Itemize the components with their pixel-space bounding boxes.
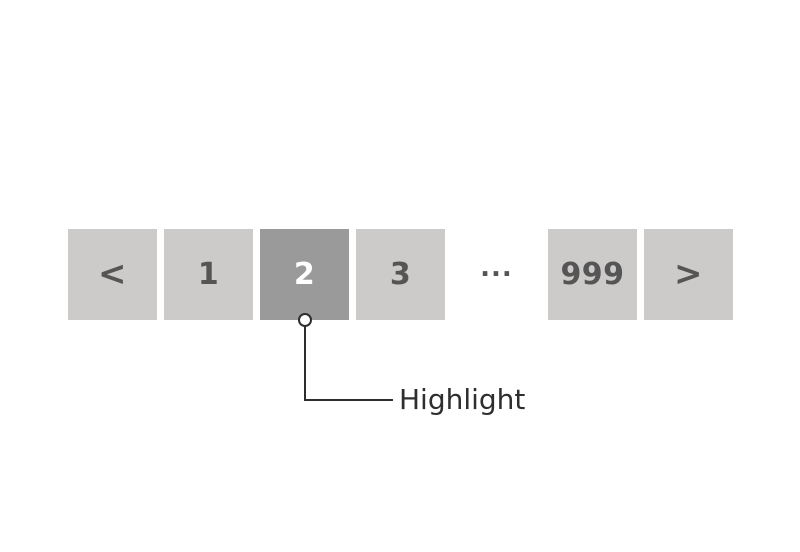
pagination-ellipsis: ... (452, 229, 541, 320)
pagination-prev-button[interactable]: < (68, 229, 157, 320)
pagination-page-label: 1 (197, 256, 220, 292)
pagination-page-label: 3 (389, 256, 412, 292)
pagination-page-2-button[interactable]: 2 (260, 229, 349, 320)
pagination-page-label: 2 (293, 256, 316, 292)
pagination-control: < 1 2 3 ... 999 > (68, 229, 740, 320)
pagination-page-1-button[interactable]: 1 (164, 229, 253, 320)
chevron-left-icon: < (98, 253, 127, 294)
pagination-next-button[interactable]: > (644, 229, 733, 320)
pagination-page-3-button[interactable]: 3 (356, 229, 445, 320)
pagination-page-label: 999 (560, 256, 625, 292)
annotation-leader-line (304, 320, 393, 401)
ellipsis-icon: ... (480, 252, 513, 283)
annotation-label: Highlight (399, 383, 526, 416)
chevron-right-icon: > (674, 253, 703, 294)
pagination-page-999-button[interactable]: 999 (548, 229, 637, 320)
